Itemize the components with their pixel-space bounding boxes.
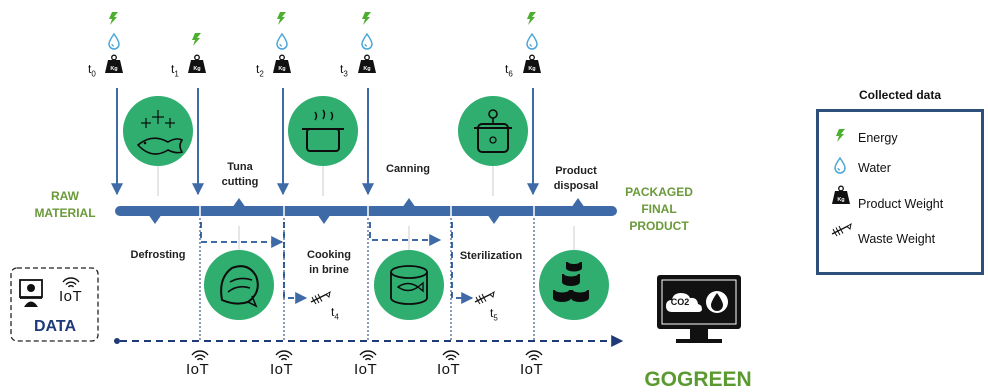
time-label-t5: t5 <box>490 306 498 322</box>
sensor-stack-t0 <box>104 12 124 74</box>
weight-icon <box>357 54 377 74</box>
iot-wifi-icon <box>525 350 543 361</box>
energy-icon <box>192 33 201 46</box>
legend-title: Collected data <box>858 88 942 102</box>
water-icon <box>361 33 373 50</box>
time-label-t1: t1 <box>171 62 179 78</box>
process-bar <box>115 198 617 224</box>
time-label-text: t5 <box>490 306 498 323</box>
iot-wifi-icon <box>275 350 293 361</box>
data-box <box>10 267 99 342</box>
water-icon <box>276 33 288 50</box>
energy-icon <box>527 12 536 25</box>
sensor-stack-t6 <box>522 12 542 74</box>
sensor-stack-t3 <box>357 12 377 74</box>
cooking-pot-icon <box>288 96 358 166</box>
waste-fishbone-icon-t4 <box>310 291 331 305</box>
iot-label: IoT <box>186 361 210 378</box>
legend-waste-weight: Waste Weight <box>858 232 936 246</box>
iot-wifi-icon <box>62 277 80 288</box>
iot-dotted-lines <box>199 218 535 340</box>
iot-wifi-icon <box>191 350 209 361</box>
gogreen-brand: GOGREEN <box>644 368 752 391</box>
time-label-t4: t4 <box>331 305 339 321</box>
iot-label: IoT <box>270 361 294 378</box>
weight-icon <box>187 54 207 74</box>
water-icon <box>526 33 538 50</box>
sensor-stack-t1 <box>187 33 207 74</box>
water-icon <box>108 33 120 50</box>
step-label-sterilization: Sterilization <box>459 250 523 262</box>
time-label-text: t4 <box>331 305 339 322</box>
autoclave-icon <box>458 96 528 166</box>
weight-icon <box>104 54 124 74</box>
tuna-steak-icon <box>204 250 274 320</box>
legend-water: Water <box>858 161 891 175</box>
data-box-iot-label: IoT <box>59 288 83 305</box>
iot-label: IoT <box>520 361 544 378</box>
legend-box <box>816 109 984 275</box>
time-label-text: t0 <box>88 62 96 79</box>
time-label-t2: t2 <box>256 62 264 78</box>
connector-lines <box>157 166 575 250</box>
time-label-text: t2 <box>256 62 264 79</box>
packaged-product-label: PACKAGED FINAL PRODUCT <box>625 185 693 233</box>
raw-material-label: RAW MATERIAL <box>34 189 96 220</box>
input-arrows <box>111 88 539 196</box>
step-label-product-disposal: Product disposal <box>553 165 599 192</box>
step-label-defrosting: Defrosting <box>130 249 186 261</box>
iot-label: IoT <box>354 361 378 378</box>
data-bus <box>114 335 624 347</box>
energy-icon <box>277 12 286 25</box>
sensor-stack-t2 <box>272 12 292 74</box>
time-label-t6: t6 <box>505 62 513 78</box>
weight-icon <box>522 54 542 74</box>
stacked-cans-icon <box>539 250 609 320</box>
energy-icon <box>109 12 118 25</box>
weight-icon <box>272 54 292 74</box>
legend-product-weight: Product Weight <box>858 197 944 211</box>
step-label-tuna-cutting: Tuna cutting <box>221 161 259 188</box>
legend-energy: Energy <box>858 131 898 145</box>
time-label-text: t6 <box>505 62 513 79</box>
monitor-icon <box>657 275 741 343</box>
data-label: DATA <box>33 318 77 335</box>
waste-fishbone-icon-t5 <box>474 291 495 305</box>
defrosting-icon <box>123 96 193 166</box>
step-label-canning: Canning <box>386 163 430 175</box>
tuna-can-icon <box>374 250 444 320</box>
time-label-t0: t0 <box>88 62 96 78</box>
person-laptop-icon <box>19 279 43 307</box>
time-label-text: t3 <box>340 62 348 79</box>
iot-wifi-icon <box>442 350 460 361</box>
time-label-text: t1 <box>171 62 179 79</box>
time-label-t3: t3 <box>340 62 348 78</box>
iot-label: IoT <box>437 361 461 378</box>
energy-icon <box>362 12 371 25</box>
iot-wifi-icon <box>359 350 377 361</box>
step-label-cooking: Cooking in brine <box>307 249 351 276</box>
